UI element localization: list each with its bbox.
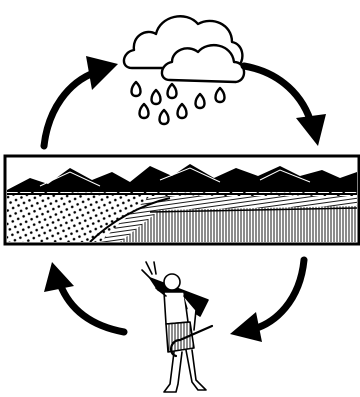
- arrowhead-left-icon: [230, 312, 262, 342]
- arrowhead-up-left-icon: [44, 262, 74, 292]
- arrow-fields-to-cloud: [44, 72, 96, 146]
- arrow-cloud-to-fields: [244, 66, 312, 126]
- landscape-fields-icon: [5, 156, 359, 244]
- arrow-fields-to-farmer: [250, 260, 304, 330]
- farmer-with-sickle-icon: [142, 262, 212, 392]
- rain-cloud-icon: [124, 16, 244, 124]
- arrow-farmer-to-fields: [60, 284, 124, 332]
- raindrops-icon: [132, 82, 225, 124]
- arrowhead-down-icon: [296, 114, 326, 146]
- arrowhead-up-icon: [86, 56, 118, 90]
